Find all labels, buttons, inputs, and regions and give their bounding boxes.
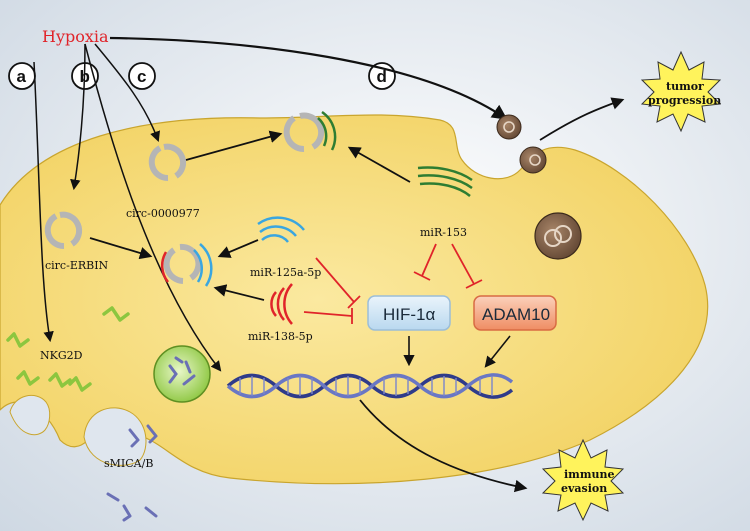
hif1a-box: HIF-1α	[367, 295, 451, 331]
svg-text:ADAM10: ADAM10	[482, 305, 550, 324]
mir-153-label: miR-153	[420, 226, 467, 239]
circ-erbin-mirna-complex	[160, 243, 213, 287]
erbin-binding-arrow	[89, 237, 153, 260]
nkg2d-receptors	[6, 306, 130, 392]
svg-text:tumor: tumor	[666, 80, 704, 93]
to-tumor-progression-arrow	[539, 97, 625, 141]
svg-text:progression: progression	[648, 94, 721, 107]
circ-mir153-complex	[283, 110, 337, 153]
adam10-box: ADAM10	[473, 295, 557, 331]
mir125-arrow	[217, 239, 259, 258]
cell-notch-left	[9, 394, 51, 436]
mir153-arrow	[347, 146, 411, 183]
smica-label: sMICA/B	[104, 457, 153, 470]
marker-a: a	[8, 62, 36, 90]
mir-138-label: miR-138-5p	[248, 330, 313, 343]
marker-c: c	[128, 62, 156, 90]
exosome-large	[534, 212, 582, 260]
svg-text:evasion: evasion	[561, 482, 607, 495]
circ-erbin-ring	[44, 211, 83, 250]
exosome-top	[496, 114, 522, 140]
mir-138-symbol	[270, 283, 293, 325]
circ-erbin-label: circ-ERBIN	[45, 259, 109, 272]
svg-text:immune: immune	[564, 468, 614, 481]
circ-0000977-label: circ-0000977	[126, 207, 200, 220]
svg-text:d: d	[377, 67, 387, 86]
mir-153-symbol	[417, 166, 473, 197]
mir-125a-label: miR-125a-5p	[250, 266, 321, 279]
mir-125a-symbol	[257, 216, 305, 243]
svg-text:HIF-1α: HIF-1α	[383, 305, 436, 324]
hypoxia-arrows	[33, 36, 508, 372]
cell-notch-mid	[83, 407, 147, 466]
to-immune-evasion-arrow	[359, 399, 528, 493]
exosome-mid	[519, 146, 547, 174]
inhibition-lines	[303, 243, 483, 324]
sMICA-vesicle	[153, 345, 211, 403]
hypoxia-label: Hypoxia	[42, 27, 109, 46]
smica-ligands	[106, 424, 158, 522]
circ-0000977-ring	[148, 143, 187, 182]
adam-to-dna-arrow	[484, 335, 511, 368]
mir138-arrow	[213, 284, 265, 301]
tumor-progression-burst: tumor progression	[640, 50, 721, 133]
immune-evasion-burst: immune evasion	[541, 438, 625, 522]
circ-binding-arrow	[185, 130, 283, 161]
nkg2d-label: NKG2D	[40, 349, 83, 362]
dna-helix	[226, 373, 514, 399]
svg-text:c: c	[137, 67, 146, 86]
svg-text:a: a	[17, 67, 27, 86]
